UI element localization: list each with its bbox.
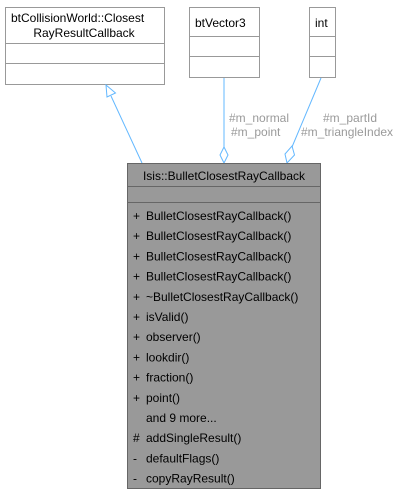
- member-method-2[interactable]: defaultFlags(): [146, 451, 219, 465]
- vector-member-edge: [219, 78, 229, 165]
- public-method-10-visibility: +: [133, 391, 140, 405]
- more-methods-note: and 9 more...: [146, 411, 217, 425]
- public-method-5-visibility: +: [133, 290, 140, 304]
- int-member-diamond: [284, 144, 296, 165]
- public-method-9[interactable]: fraction(): [146, 371, 193, 385]
- edge-label-m-triangleindex: #m_triangleIndex: [301, 125, 393, 139]
- public-method-7-visibility: +: [133, 330, 140, 344]
- public-method-1[interactable]: BulletClosestRayCallback(): [146, 209, 291, 223]
- public-method-5[interactable]: ~BulletClosestRayCallback(): [146, 290, 298, 304]
- public-method-9-visibility: +: [133, 371, 140, 385]
- vector-class-name: btVector3: [195, 16, 246, 30]
- public-method-10[interactable]: point(): [146, 391, 180, 405]
- main-class-box[interactable]: Isis::BulletClosestRayCallback +BulletCl…: [127, 163, 321, 489]
- public-method-1-visibility: +: [133, 209, 140, 223]
- public-method-7[interactable]: observer(): [146, 330, 201, 344]
- edge-label-m-point: #m_point: [231, 125, 281, 139]
- public-method-6[interactable]: isValid(): [146, 310, 188, 324]
- public-method-8-visibility: +: [133, 350, 140, 364]
- base-class-name-line1: btCollisionWorld::Closest: [11, 11, 145, 25]
- member-method-3[interactable]: copyRayResult(): [146, 472, 235, 486]
- member-method-2-visibility: -: [133, 451, 137, 465]
- int-class-box[interactable]: int: [309, 7, 336, 78]
- member-method-3-visibility: -: [133, 472, 137, 486]
- main-class-members: + BulletClosestRayCallback() + BulletCloses…: [133, 209, 298, 486]
- public-method-4[interactable]: BulletClosestRayCallback(): [146, 270, 291, 284]
- member-method-1[interactable]: addSingleResult(): [146, 431, 241, 445]
- vector-class-box[interactable]: btVector3: [189, 7, 260, 78]
- edge-label-m-partid: #m_partId: [323, 111, 377, 125]
- vector-member-diamond: [219, 145, 229, 165]
- public-method-2[interactable]: BulletClosestRayCallback(): [146, 229, 291, 243]
- public-method-8[interactable]: lookdir(): [146, 350, 189, 364]
- public-method-2-visibility: +: [133, 229, 140, 243]
- public-method-3[interactable]: BulletClosestRayCallback(): [146, 249, 291, 263]
- public-method-6-visibility: +: [133, 310, 140, 324]
- int-class-name: int: [315, 16, 328, 30]
- main-class-name: Isis::BulletClosestRayCallback: [143, 169, 306, 183]
- inheritance-arrowhead: [105, 83, 117, 98]
- base-class-name-line2: RayResultCallback: [33, 26, 135, 40]
- public-method-4-visibility: +: [133, 270, 140, 284]
- int-member-edge: [284, 77, 322, 165]
- public-method-3-visibility: +: [133, 249, 140, 263]
- member-method-1-visibility: #: [133, 431, 140, 445]
- edge-label-m-normal: #m_normal: [229, 111, 289, 125]
- base-class-box[interactable]: btCollisionWorld::Closest RayResultCallb…: [5, 7, 165, 85]
- inheritance-edge: [105, 83, 143, 164]
